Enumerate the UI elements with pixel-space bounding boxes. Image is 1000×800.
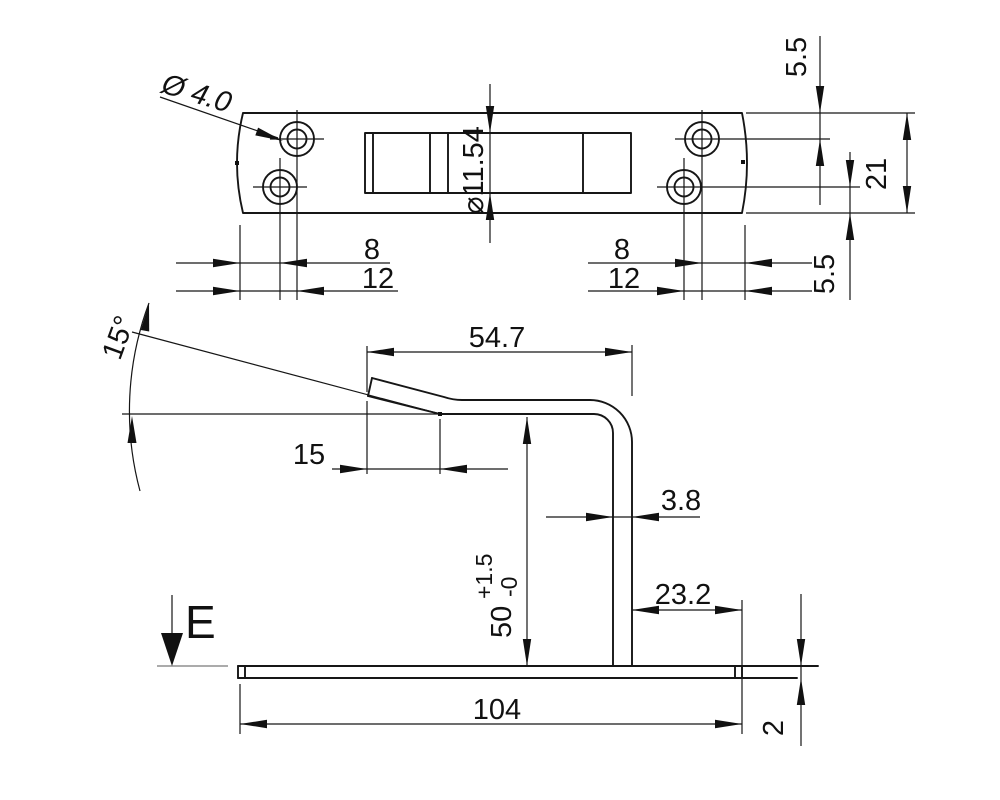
profile-top-surface <box>371 377 633 667</box>
arrowhead-left-icon <box>297 286 324 296</box>
arrowhead-right-icon <box>586 512 613 522</box>
bracket-profile <box>367 377 633 667</box>
arrowhead-right-icon <box>213 286 240 296</box>
dim-lower-tolerance: -0 <box>496 577 522 597</box>
side-view: 15° E 54.7 <box>96 302 819 746</box>
arrowhead-arc-top-icon <box>140 303 150 332</box>
dim-top-offset-5_5: 5.5 <box>746 36 915 205</box>
base-left-cap <box>237 665 246 679</box>
dim-label: 3.8 <box>661 485 701 517</box>
dim-bottom-offset-5_5: 5.5 <box>746 152 915 300</box>
arrowhead-arc-bottom-icon <box>127 416 137 443</box>
arrowhead-right-icon <box>340 464 367 474</box>
arrowhead-left-icon <box>240 719 267 729</box>
tangent-point-marker <box>438 412 442 416</box>
profile-bottom-surface <box>367 395 614 667</box>
arrowhead-up-icon <box>485 193 495 220</box>
dim-arm-length-54_7: 54.7 <box>366 322 633 396</box>
arrowhead-up-icon <box>796 678 806 705</box>
edge-point-marker <box>235 161 239 165</box>
tab-end-cap <box>367 377 373 397</box>
dim-label: 104 <box>473 694 521 726</box>
dim-upper-tolerance: +1.5 <box>471 554 497 599</box>
arrowhead-left-icon <box>745 258 772 268</box>
dim-label: 23.2 <box>655 579 711 611</box>
dim-left-12: 12 <box>176 263 398 296</box>
arrowhead-down-icon <box>796 639 806 666</box>
dim-label: 12 <box>362 263 394 295</box>
arrowhead-right-icon <box>675 258 702 268</box>
dim-bend-angle-15deg: 15° <box>96 302 441 492</box>
dim-right-8: 8 <box>588 225 812 300</box>
arrowhead-down-icon <box>485 106 495 133</box>
slot <box>364 132 632 194</box>
dim-label: 2 <box>758 720 790 736</box>
dim-value: 50 <box>486 606 518 638</box>
arrowhead-up-icon <box>522 417 532 444</box>
dim-label: 54.7 <box>469 322 525 354</box>
arrowhead-right-icon <box>715 719 742 729</box>
dim-right-12: 12 <box>588 263 812 296</box>
arrowhead-up-icon <box>815 139 825 166</box>
dim-label: 5.5 <box>809 254 841 294</box>
arrowhead-down-icon <box>815 86 825 113</box>
top-view: Ø 4.0 ⌀11.54 8 12 8 <box>157 36 915 300</box>
view-arrow-E: E <box>157 595 228 667</box>
arrowhead-down-icon <box>845 160 855 187</box>
dim-plate-width-21: 21 <box>861 113 912 213</box>
base-plate <box>237 665 819 679</box>
arrowhead-right-icon <box>715 605 742 615</box>
dim-label: 21 <box>861 158 893 190</box>
arrowhead-up-icon <box>845 213 855 240</box>
leader-arrowhead <box>255 127 283 141</box>
hole-lower-left <box>253 158 307 300</box>
slot-outline <box>364 132 632 194</box>
arrowhead-left-icon <box>367 347 394 357</box>
hole-upper-left <box>270 110 324 300</box>
dim-hole-callout: Ø 4.0 <box>157 68 283 141</box>
base-right-cap <box>734 665 743 679</box>
edge-point-marker <box>741 160 745 164</box>
arrowhead-right-icon <box>213 258 240 268</box>
arrowhead-down-icon <box>902 186 912 213</box>
angle-arc <box>128 302 150 492</box>
dim-height-50: 50 +1.5 -0 <box>471 417 532 666</box>
dim-leg-to-end-23_2: 23.2 <box>632 579 743 734</box>
arrowhead-left-icon <box>440 464 467 474</box>
arrowhead-right-icon <box>605 347 632 357</box>
dim-label: 8 <box>364 234 380 266</box>
arrowhead-left-icon <box>280 258 307 268</box>
dim-label: 5.5 <box>781 37 813 77</box>
dim-label: 15 <box>293 439 325 471</box>
dim-label: 12 <box>608 263 640 295</box>
hole-callout-label: Ø 4.0 <box>157 68 235 120</box>
dim-leg-thickness-3_8: 3.8 <box>546 485 701 522</box>
dim-base-length-104: 104 <box>239 684 742 734</box>
arrowhead-left-icon <box>632 605 659 615</box>
view-label: E <box>185 596 216 648</box>
dim-label: 8 <box>614 234 630 266</box>
arrowhead-left-icon <box>632 512 659 522</box>
dim-left-8: 8 <box>176 225 390 300</box>
arrowhead-left-icon <box>745 286 772 296</box>
dim-height-text-group: 50 +1.5 -0 <box>471 554 522 638</box>
view-arrow-head-icon <box>161 633 183 666</box>
hole-upper-right <box>675 110 830 300</box>
arrowhead-down-icon <box>522 639 532 666</box>
dim-tab-length-15: 15 <box>293 401 508 474</box>
arrowhead-up-icon <box>902 113 912 140</box>
plate-outline <box>236 112 748 214</box>
dim-base-thickness-2: 2 <box>758 594 806 746</box>
slot-dim-label: ⌀11.54 <box>458 126 490 214</box>
hole-lower-right <box>657 158 860 300</box>
arrowhead-right-icon <box>657 286 684 296</box>
dim-slot-height: ⌀11.54 <box>458 84 495 243</box>
